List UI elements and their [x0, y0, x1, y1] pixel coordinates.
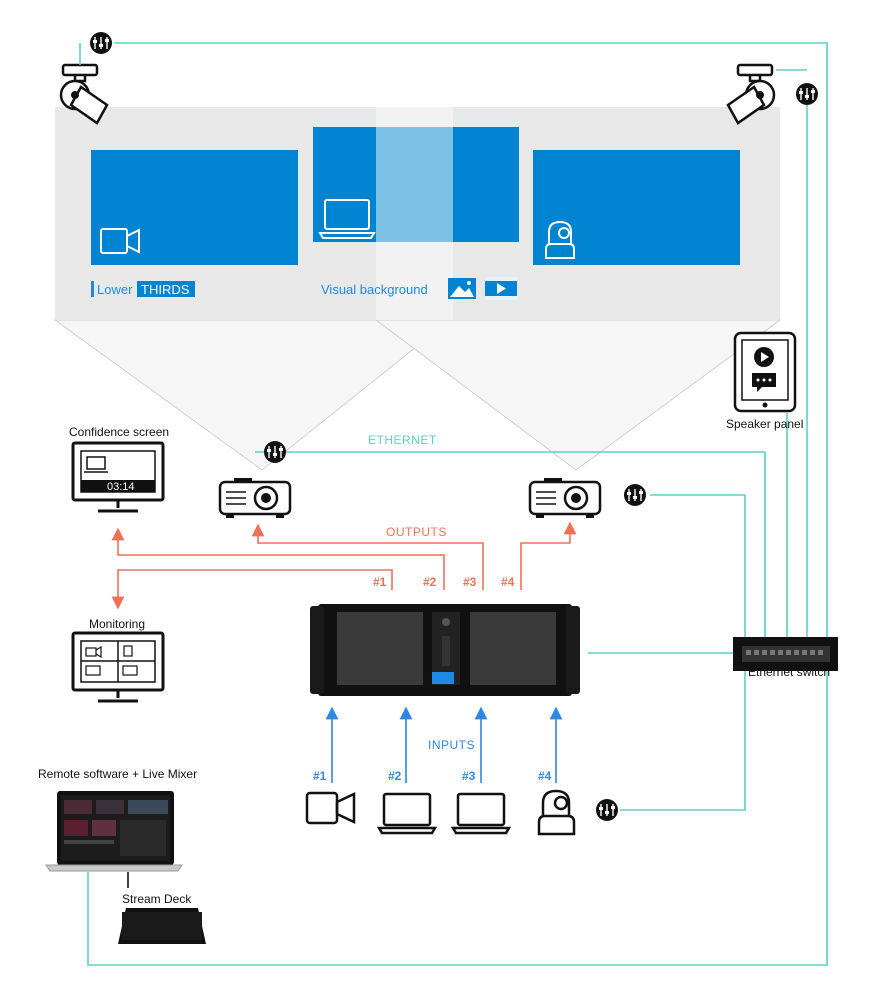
video-file-icon [485, 277, 517, 300]
control-icon [90, 32, 112, 54]
ptz-camera-icon [537, 789, 576, 836]
control-icon [796, 83, 818, 105]
moving-head-light-icon [59, 63, 109, 125]
media-server-icon [310, 604, 580, 696]
screen-right [533, 150, 740, 265]
input-2-label: #2 [388, 769, 402, 783]
outputs-label: OUTPUTS [386, 525, 447, 539]
output-4-label: #4 [501, 575, 515, 589]
projector-icon [528, 478, 602, 518]
video-camera-icon [305, 791, 356, 825]
monitoring-label: Monitoring [89, 617, 146, 631]
lower-thirds-label: Lower [97, 282, 133, 297]
output-2-label: #2 [423, 575, 437, 589]
control-icon [624, 484, 646, 506]
moving-head-light-icon [726, 63, 776, 125]
control-icon [596, 799, 618, 821]
remote-software-label: Remote software + Live Mixer [38, 767, 198, 781]
visual-background-label: Visual background [321, 282, 428, 297]
laptop-icon [318, 199, 376, 239]
input-4-label: #4 [538, 769, 552, 783]
screen-center-overlap [376, 127, 453, 242]
video-camera-icon [100, 228, 140, 254]
laptop-icon [450, 792, 512, 835]
stream-deck-label: Stream Deck [122, 892, 192, 906]
laptop-icon [45, 791, 183, 872]
network-switch-icon [733, 637, 838, 671]
confidence-screen-label: Confidence screen [69, 425, 170, 439]
ethernet-label: ETHERNET [368, 433, 437, 447]
screen-left [91, 150, 298, 265]
output-connections [111, 521, 577, 610]
image-icon [448, 278, 476, 299]
input-connections [325, 706, 563, 783]
inputs-label: INPUTS [428, 738, 476, 752]
lower-thirds-bar [91, 281, 94, 297]
ptz-camera-icon [545, 220, 575, 259]
output-3-label: #3 [463, 575, 477, 589]
input-1-label: #1 [313, 769, 327, 783]
confidence-timer: 03:14 [107, 481, 135, 493]
stream-deck-icon [118, 908, 206, 944]
monitor-icon [71, 441, 165, 513]
speaker-panel-label: Speaker panel [726, 417, 804, 431]
projector-icon [218, 478, 292, 518]
monitor-icon [71, 631, 165, 703]
control-icon [264, 441, 286, 463]
thirds-label: THIRDS [141, 282, 190, 297]
ethernet-connections [79, 42, 828, 966]
output-1-label: #1 [373, 575, 387, 589]
projection-beam-right [374, 319, 782, 471]
thirds-highlight [137, 281, 195, 297]
laptop-icon [376, 792, 438, 835]
tablet-icon [733, 331, 797, 413]
ethernet-switch-label: Ethernet switch [748, 665, 831, 679]
input-3-label: #3 [462, 769, 476, 783]
